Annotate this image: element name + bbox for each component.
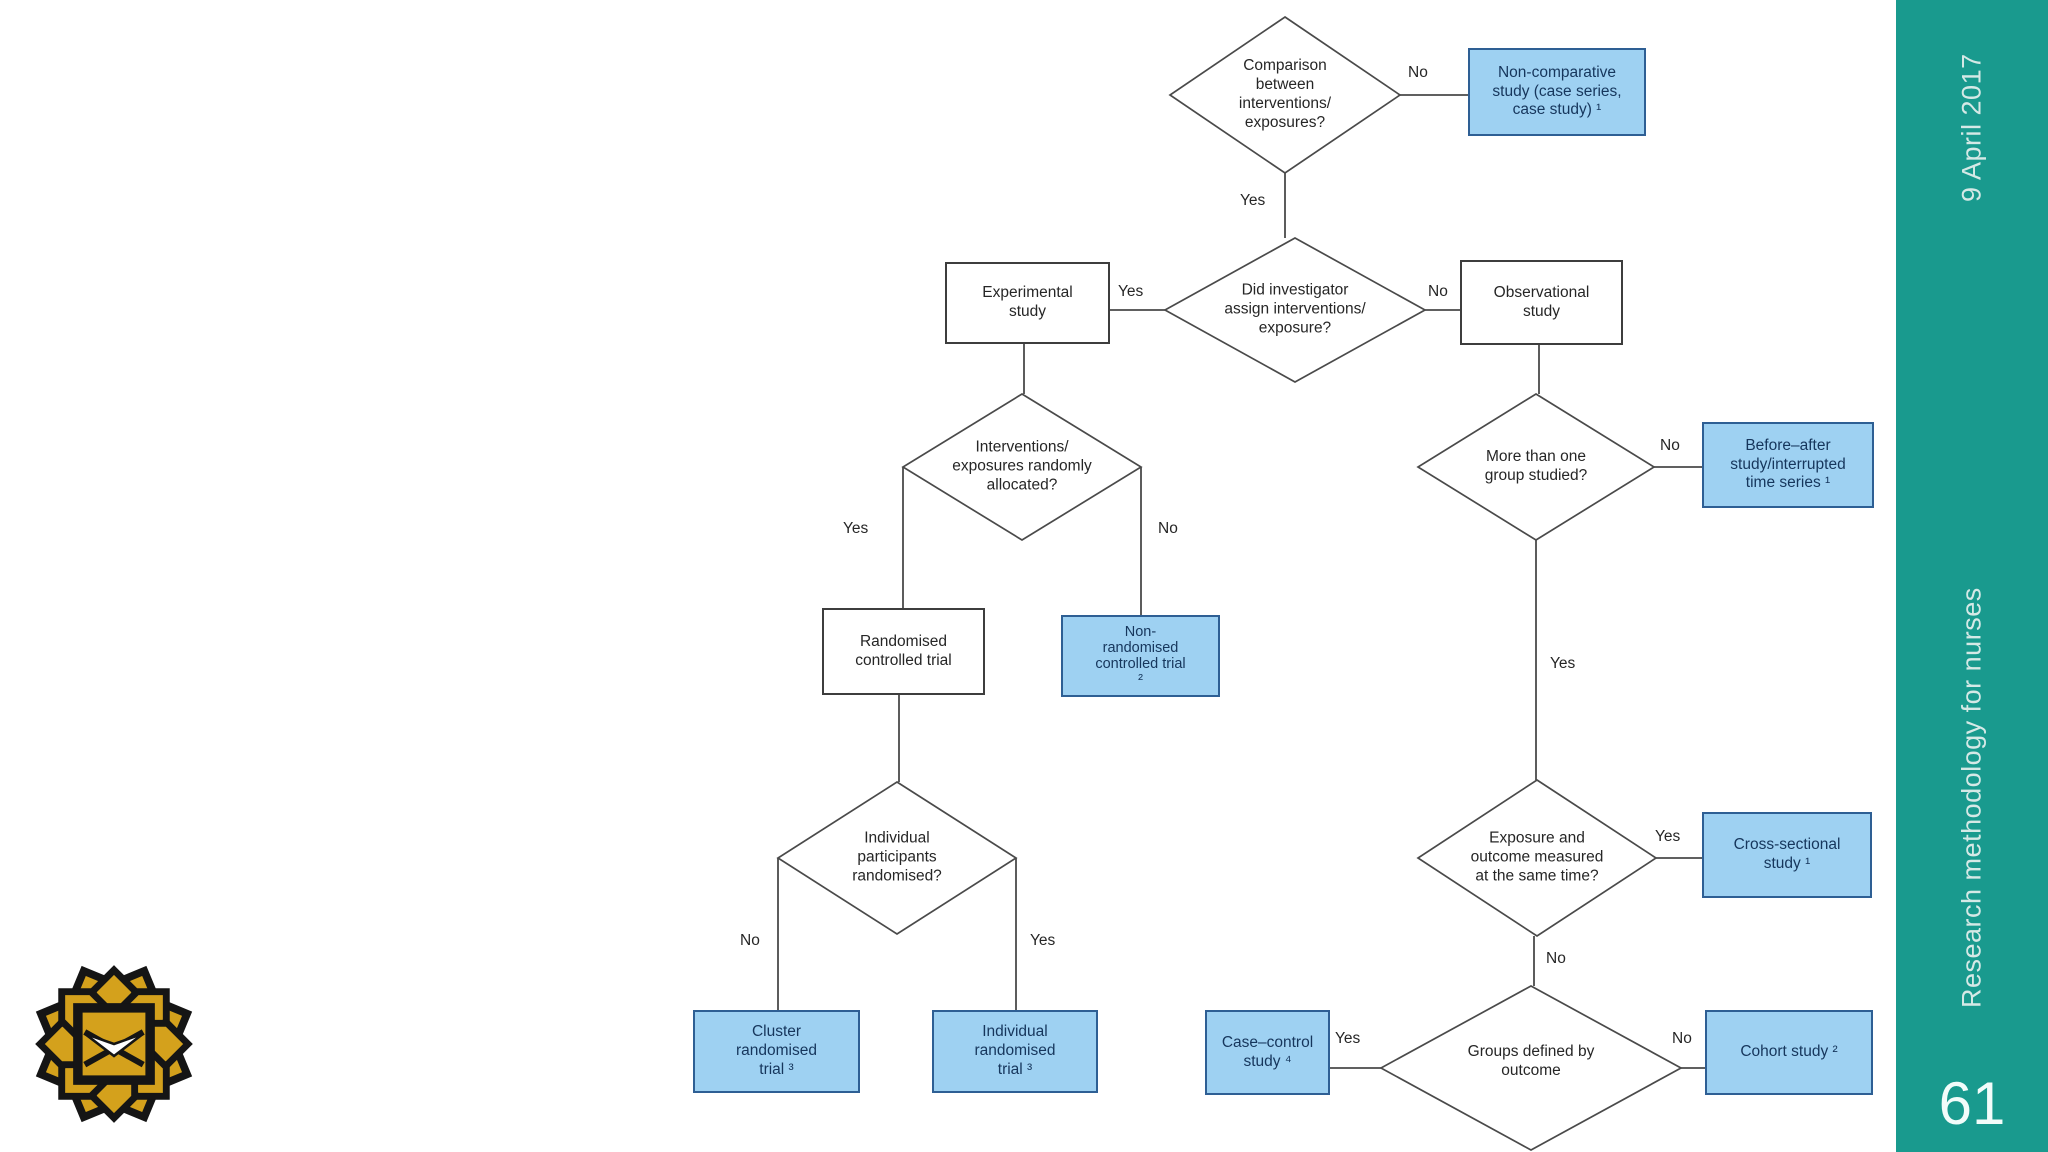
node-experimental-study: Experimental study [945, 262, 1110, 344]
decision-comparison: Comparison between interventions/ exposu… [1238, 57, 1332, 131]
edge-label-yes-same-time: Yes [1655, 828, 1681, 845]
university-logo-icon [35, 965, 193, 1123]
edge-label-no-same-time: No [1546, 950, 1566, 967]
edge-label-yes-assign: Yes [1118, 283, 1144, 300]
node-case-control-study: Case–control study ⁴ [1205, 1010, 1330, 1095]
edge-label-yes-more-groups: Yes [1550, 655, 1576, 672]
edge-label-no-comparison: No [1408, 64, 1428, 81]
edge-label-no-more-groups: No [1660, 437, 1680, 454]
edge-label-yes-comparison: Yes [1240, 192, 1266, 209]
page-number: 61 [1938, 1070, 2006, 1137]
edge-label-yes-random-alloc: Yes [843, 520, 869, 537]
decision-assign: Did investigator assign interventions/ e… [1224, 281, 1366, 337]
node-randomised-controlled-trial: Randomised controlled trial [822, 608, 985, 695]
slide-footer: Research methodology for nurses [1956, 587, 1987, 1009]
decision-individual-rand: Individual participants randomised? [852, 829, 942, 885]
node-before-after-study: Before–after study/interrupted time seri… [1702, 422, 1874, 508]
node-observational-study: Observational study [1460, 260, 1623, 345]
edge-label-yes-individual: Yes [1030, 932, 1056, 949]
edge-label-no-individual: No [740, 932, 760, 949]
node-non-randomised-controlled-trial: Non- randomised controlled trial ² [1061, 615, 1220, 697]
edge-label-no-groups-outcome: No [1672, 1030, 1692, 1047]
node-cluster-randomised-trial: Cluster randomised trial ³ [693, 1010, 860, 1093]
decision-groups-outcome: Groups defined by outcome [1467, 1043, 1595, 1079]
node-cohort-study: Cohort study ² [1705, 1010, 1873, 1095]
decision-same-time: Exposure and outcome measured at the sam… [1470, 829, 1604, 885]
node-non-comparative-study: Non-comparative study (case series, case… [1468, 48, 1646, 136]
node-cross-sectional-study: Cross-sectional study ¹ [1702, 812, 1872, 898]
slide-date: 9 April 2017 [1956, 53, 1987, 202]
open-book-icon [83, 1029, 145, 1068]
edge-label-no-assign: No [1428, 283, 1448, 300]
node-individual-randomised-trial: Individual randomised trial ³ [932, 1010, 1098, 1093]
sidebar: 9 April 2017 Research methodology for nu… [1896, 0, 2048, 1152]
decision-random-alloc: Interventions/ exposures randomly alloca… [952, 438, 1092, 494]
decision-more-groups: More than one group studied? [1484, 448, 1588, 484]
edge-label-no-random-alloc: No [1158, 520, 1178, 537]
edge-label-yes-groups-outcome: Yes [1335, 1030, 1361, 1047]
